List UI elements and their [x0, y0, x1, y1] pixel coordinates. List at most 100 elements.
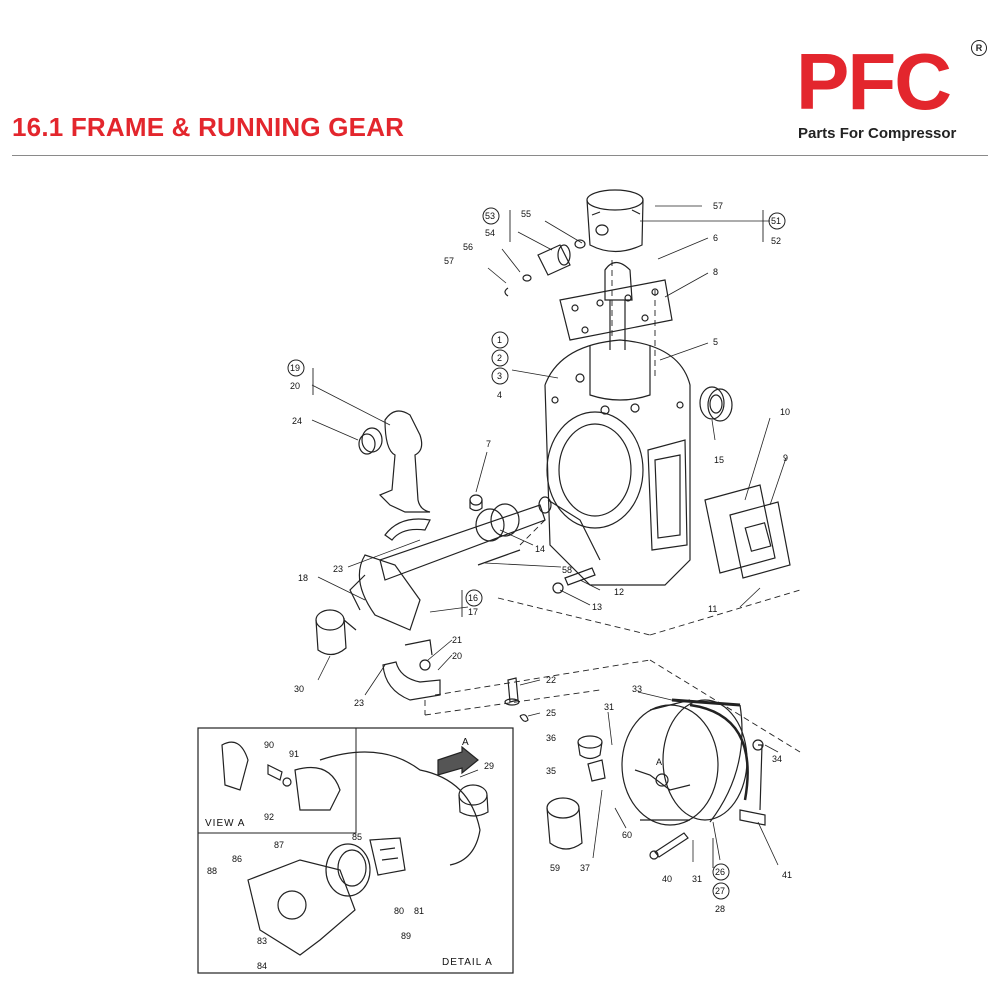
detail-a-label: DETAIL A	[442, 957, 493, 968]
logo-tagline: Parts For Compressor	[798, 125, 957, 142]
logo-wordmark: PFC	[796, 37, 952, 126]
label-26: 26	[715, 867, 725, 877]
cover-bolt	[649, 832, 689, 860]
label-22: 22	[546, 675, 556, 685]
label-19: 19	[290, 363, 300, 373]
label-25: 25	[546, 708, 556, 718]
label-58: 58	[562, 565, 572, 575]
view-a-internals	[221, 741, 341, 811]
label-52: 52	[771, 236, 781, 246]
label-8: 8	[713, 267, 718, 277]
brand-logo: PFC R Parts For Compressor	[796, 40, 990, 150]
connecting-rod	[358, 410, 431, 513]
cap-plug	[577, 735, 603, 760]
inspection-cover	[729, 501, 791, 579]
label-55: 55	[521, 209, 531, 219]
label-A-cover: A	[656, 757, 662, 767]
label-23: 23	[333, 564, 343, 574]
bearing-shell-upper	[384, 518, 431, 541]
label-33: 33	[632, 684, 642, 694]
header-divider	[12, 155, 988, 156]
label-36: 36	[546, 733, 556, 743]
label-34: 34	[772, 754, 782, 764]
oil-pump	[247, 751, 489, 956]
seal-ring	[699, 386, 733, 422]
label-20b: 20	[452, 651, 462, 661]
crosshead	[604, 261, 633, 350]
label-91: 91	[289, 749, 299, 759]
label-3: 3	[497, 371, 502, 381]
label-30: 30	[294, 684, 304, 694]
view-a-frame	[197, 727, 357, 834]
label-28: 28	[715, 904, 725, 914]
registered-mark: R	[971, 40, 987, 56]
label-2: 2	[497, 353, 502, 363]
label-16: 16	[468, 593, 478, 603]
label-15: 15	[714, 455, 724, 465]
label-81: 81	[414, 906, 424, 916]
label-13: 13	[592, 602, 602, 612]
crankshaft	[349, 496, 552, 631]
label-60: 60	[622, 830, 632, 840]
frame-body	[544, 339, 691, 586]
label-6: 6	[713, 233, 718, 243]
label-86: 86	[232, 854, 242, 864]
label-21: 21	[452, 635, 462, 645]
label-1: 1	[497, 335, 502, 345]
label-56: 56	[463, 242, 473, 252]
label-9: 9	[783, 453, 788, 463]
label-5: 5	[713, 337, 718, 347]
label-41: 41	[782, 870, 792, 880]
label-51: 51	[771, 216, 781, 226]
label-4: 4	[497, 390, 502, 400]
label-17: 17	[468, 607, 478, 617]
label-31b: 31	[692, 874, 702, 884]
label-31: 31	[604, 702, 614, 712]
label-80: 80	[394, 906, 404, 916]
cap-bolt	[504, 677, 529, 722]
label-57b: 57	[444, 256, 454, 266]
bearing-cap-lower	[382, 639, 441, 701]
label-11: 11	[708, 604, 717, 614]
label-90: 90	[264, 740, 274, 750]
label-89: 89	[401, 931, 411, 941]
label-40: 40	[662, 874, 672, 884]
gudgeon-pin	[504, 239, 586, 297]
label-7: 7	[486, 439, 491, 449]
frame-bolt	[552, 567, 596, 594]
label-53: 53	[485, 211, 495, 221]
bushing	[469, 494, 483, 512]
label-12: 12	[614, 587, 624, 597]
label-10: 10	[780, 407, 790, 417]
label-20: 20	[290, 381, 300, 391]
label-24: 24	[292, 416, 302, 426]
label-84: 84	[257, 961, 267, 971]
label-37: 37	[580, 863, 590, 873]
label-59: 59	[550, 863, 560, 873]
view-a-label: VIEW A	[205, 818, 245, 829]
label-35: 35	[546, 766, 556, 776]
coupling-sleeve	[315, 609, 357, 656]
label-23b: 23	[354, 698, 364, 708]
label-18: 18	[298, 573, 308, 583]
inspection-gasket	[704, 484, 776, 574]
dipstick	[739, 739, 766, 826]
label-29: 29	[484, 761, 494, 771]
page-title: 16.1 FRAME & RUNNING GEAR	[12, 112, 405, 142]
label-14: 14	[535, 544, 545, 554]
label-83: 83	[257, 936, 267, 946]
end-cover	[621, 698, 748, 826]
label-87: 87	[274, 840, 284, 850]
part-labels: 57 51 52 53 54 55 56 57 6 8 5 1 2 3 4 19…	[205, 201, 792, 971]
label-92: 92	[264, 812, 274, 822]
elbow-fitting	[587, 759, 606, 782]
label-27: 27	[715, 886, 725, 896]
label-88: 88	[207, 866, 217, 876]
arrow-a-label: A	[462, 737, 470, 748]
view-arrow	[437, 745, 479, 776]
label-54: 54	[485, 228, 495, 238]
piston-assembly	[586, 189, 644, 253]
oil-filter	[546, 797, 583, 850]
label-85: 85	[352, 832, 362, 842]
